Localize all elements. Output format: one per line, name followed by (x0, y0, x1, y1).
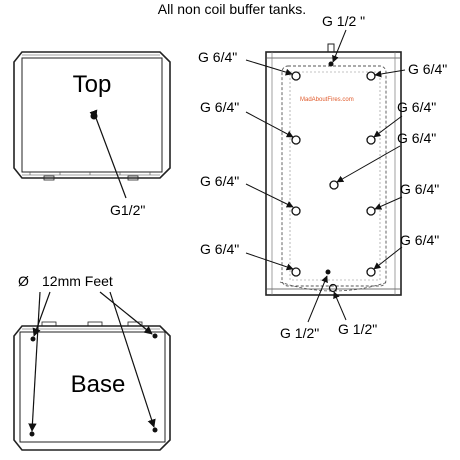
top-nozzle-label: G 1/2 " (322, 13, 365, 29)
right-port-label-5: G 6/4" (400, 232, 439, 248)
feet-leader-1 (32, 291, 51, 337)
top-view: Top G1/2" (13, 51, 171, 218)
base-view: Base Ø 12mm Feet (13, 273, 171, 451)
feet-leader-2 (28, 291, 41, 432)
top-port-leader (89, 109, 127, 199)
right-port-label-4: G 6/4" (400, 181, 439, 197)
foot-bottom-left (29, 431, 35, 437)
page-title: All non coil buffer tanks. (158, 1, 306, 17)
base-view-label: Base (71, 371, 126, 398)
feet-leader-3 (99, 291, 153, 335)
left-port-label-3: G 6/4" (200, 173, 239, 189)
left-port-label-4: G 6/4" (200, 241, 239, 257)
right-port-label-1: G 6/4" (408, 61, 447, 77)
watermark-text: MadAboutFires.com (300, 97, 354, 103)
right-port-label-2: G 6/4" (397, 99, 436, 115)
bottom-port-label-2: G 1/2" (338, 321, 377, 337)
foot-bottom-right (152, 427, 158, 433)
right-port-label-3: G 6/4" (397, 130, 436, 146)
feet-leader-4 (109, 291, 156, 428)
bottom-port-label-1: G 1/2" (280, 325, 319, 341)
foot-top-left (30, 336, 36, 342)
top-view-label: Top (73, 71, 112, 98)
top-port-label: G1/2" (110, 202, 145, 218)
foot-top-right (152, 333, 158, 339)
left-port-label-2: G 6/4" (200, 99, 239, 115)
feet-diameter-symbol: Ø (18, 273, 29, 289)
feet-label: 12mm Feet (42, 273, 113, 289)
side-view: MadAboutFires.com G 1/2 " G 6/4" G 6/4" … (198, 13, 447, 341)
left-port-label-1: G 6/4" (198, 49, 237, 65)
